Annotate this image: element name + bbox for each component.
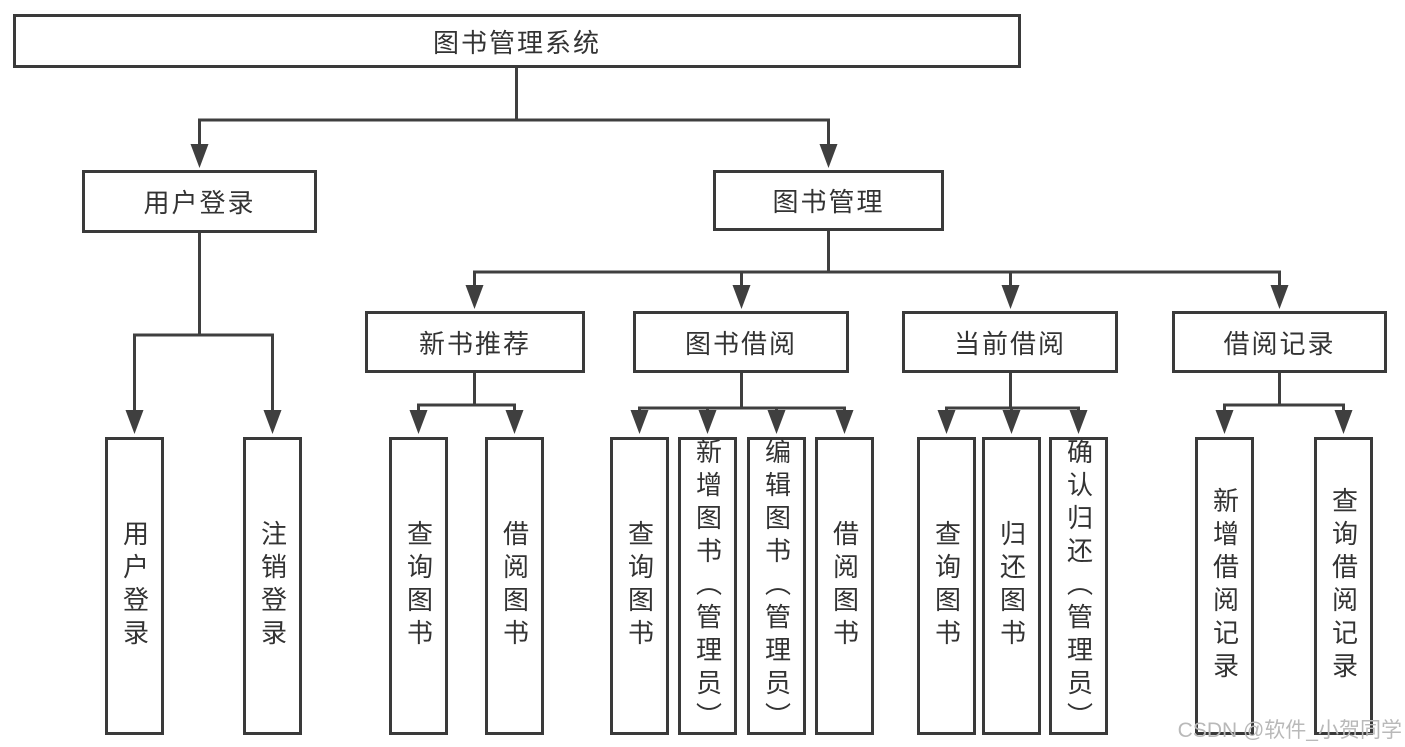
node-label: 确认归还（管理员） bbox=[1063, 437, 1094, 735]
leaf-add-book-admin: 新增图书（管理员） bbox=[678, 437, 737, 735]
connector-root-children bbox=[190, 67, 838, 168]
node-label: 图书管理系统 bbox=[432, 27, 601, 58]
leaf-add-borrow-record: 新增借阅记录 bbox=[1195, 437, 1254, 735]
connector-user-login-children bbox=[125, 233, 282, 434]
node-label: 用户登录 bbox=[119, 520, 150, 652]
csdn-watermark: CSDN @软件_小贺同学 bbox=[1177, 719, 1402, 742]
node-label: 新增图书（管理员） bbox=[692, 437, 723, 735]
leaf-logout: 注销登录 bbox=[243, 437, 302, 735]
node-label: 当前借阅 bbox=[953, 328, 1066, 359]
node-new-book-recommend: 新书推荐 bbox=[365, 311, 585, 373]
node-label: 查询图书 bbox=[403, 520, 434, 652]
node-label: 查询借阅记录 bbox=[1328, 487, 1359, 685]
node-label: 注销登录 bbox=[257, 520, 288, 652]
node-label: 图书借阅 bbox=[684, 328, 797, 359]
node-label: 借阅图书 bbox=[829, 520, 860, 652]
leaf-user-login: 用户登录 bbox=[105, 437, 164, 735]
leaf-recommend-query-book: 查询图书 bbox=[389, 437, 448, 735]
node-user-login: 用户登录 bbox=[82, 170, 317, 233]
connector-borrow-records-children bbox=[1215, 373, 1353, 434]
node-label: 图书管理 bbox=[772, 187, 885, 217]
node-current-borrow: 当前借阅 bbox=[902, 311, 1118, 373]
node-label: 借阅图书 bbox=[499, 520, 530, 652]
leaf-borrow-book: 借阅图书 bbox=[815, 437, 874, 735]
leaf-edit-book-admin: 编辑图书（管理员） bbox=[747, 437, 806, 735]
leaf-confirm-return-admin: 确认归还（管理员） bbox=[1049, 437, 1108, 735]
connector-current-borrow-children bbox=[937, 373, 1088, 434]
connector-new-book-rec-children bbox=[409, 373, 524, 434]
node-label: 编辑图书（管理员） bbox=[761, 437, 792, 735]
node-label: 借阅记录 bbox=[1223, 328, 1336, 359]
node-label: 归还图书 bbox=[996, 520, 1027, 652]
connector-book-borrow-children bbox=[630, 373, 854, 434]
node-label: 查询图书 bbox=[624, 520, 655, 652]
node-library-system: 图书管理系统 bbox=[13, 14, 1021, 68]
connector-book-mgmt-children bbox=[465, 231, 1289, 309]
node-label: 用户登录 bbox=[143, 188, 256, 218]
leaf-recommend-borrow-book: 借阅图书 bbox=[485, 437, 544, 735]
node-label: 新书推荐 bbox=[418, 328, 531, 359]
node-label: 查询图书 bbox=[931, 520, 962, 652]
leaf-borrow-query-book: 查询图书 bbox=[610, 437, 669, 735]
node-book-borrow: 图书借阅 bbox=[633, 311, 849, 373]
node-book-management: 图书管理 bbox=[713, 170, 944, 231]
node-label: 新增借阅记录 bbox=[1209, 487, 1240, 685]
leaf-return-book: 归还图书 bbox=[982, 437, 1041, 735]
node-borrow-records: 借阅记录 bbox=[1172, 311, 1387, 373]
leaf-current-query-book: 查询图书 bbox=[917, 437, 976, 735]
leaf-query-borrow-record: 查询借阅记录 bbox=[1314, 437, 1373, 735]
